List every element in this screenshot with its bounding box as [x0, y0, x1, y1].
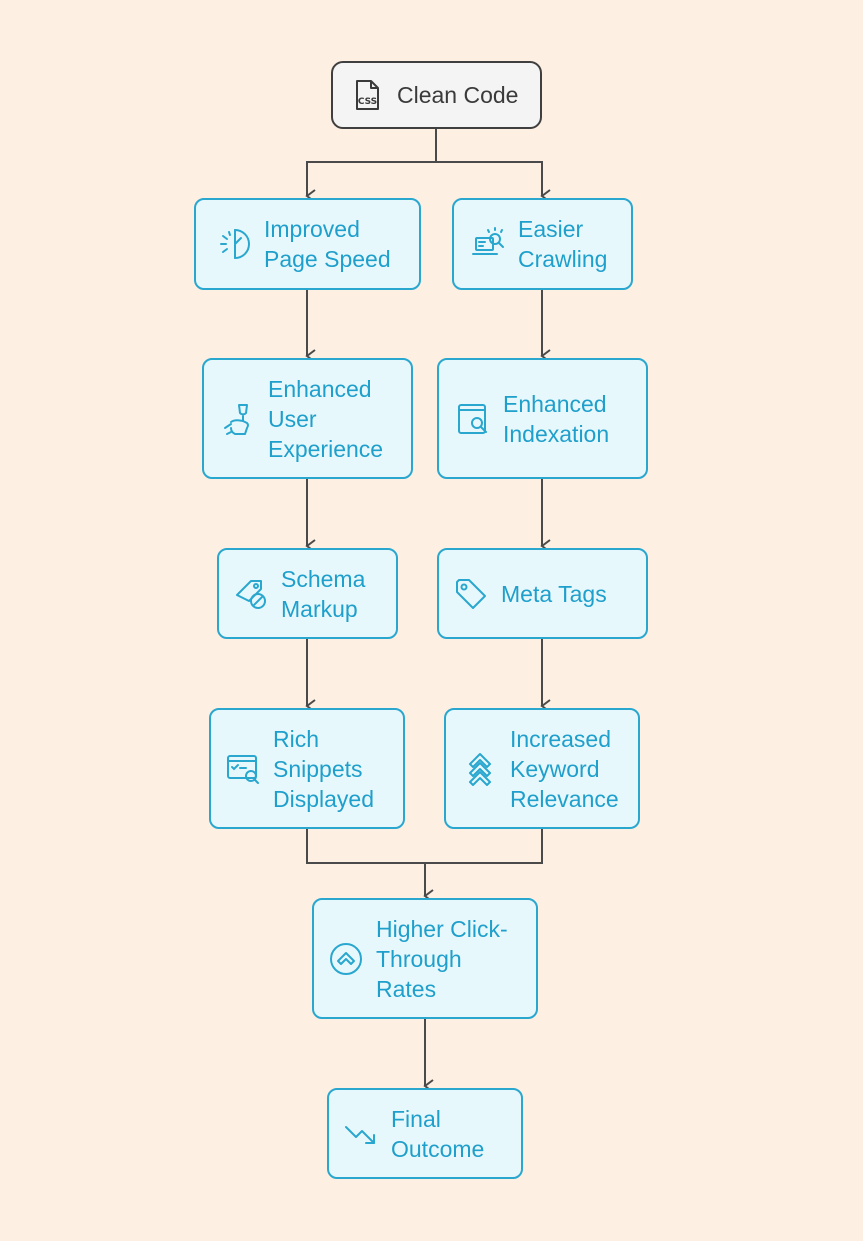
- node-label: Rich Snippets Displayed: [273, 725, 374, 812]
- node-label: Increased Keyword Relevance: [510, 725, 619, 812]
- document-search-icon: [455, 401, 491, 437]
- node-label: Schema Markup: [281, 565, 366, 622]
- node-meta-tags: Meta Tags: [437, 548, 648, 639]
- node-improved-page-speed: Improved Page Speed: [194, 198, 421, 290]
- hand-glass-icon: [220, 401, 256, 437]
- edge-keyword-relevance-to-ctr: [425, 829, 543, 864]
- node-higher-click-through-rates: Higher Click- Through Rates: [312, 898, 538, 1019]
- node-rich-snippets-displayed: Rich Snippets Displayed: [209, 708, 405, 829]
- css-file-icon: CSS: [349, 77, 385, 113]
- node-easier-crawling: Easier Crawling: [452, 198, 633, 290]
- node-schema-markup: Schema Markup: [217, 548, 398, 639]
- svg-text:CSS: CSS: [358, 97, 377, 107]
- node-label: Enhanced User Experience: [268, 375, 384, 462]
- tag-icon: [453, 576, 489, 612]
- speedometer-icon: [216, 226, 252, 262]
- node-enhanced-indexation: Enhanced Indexation: [437, 358, 648, 479]
- node-label: Easier Crawling: [518, 216, 608, 272]
- trend-down-icon: [343, 1116, 379, 1152]
- laptop-search-icon: [470, 226, 506, 262]
- edge-clean-code-to-page-speed: [305, 129, 437, 203]
- node-label: Enhanced Indexation: [503, 390, 610, 447]
- edge-rich-snippets-to-ctr: [306, 829, 434, 903]
- node-label: Improved Page Speed: [264, 216, 391, 272]
- node-label: Meta Tags: [501, 580, 607, 607]
- node-label: Clean Code: [397, 82, 519, 108]
- node-increased-keyword-relevance: Increased Keyword Relevance: [444, 708, 640, 829]
- browser-search-icon: [225, 751, 261, 787]
- node-clean-code: CSS Clean Code: [331, 61, 542, 129]
- node-final-outcome: Final Outcome: [327, 1088, 523, 1179]
- node-label: Final Outcome: [391, 1105, 485, 1162]
- node-enhanced-user-experience: Enhanced User Experience: [202, 358, 413, 479]
- node-label: Higher Click- Through Rates: [376, 915, 508, 1002]
- chevrons-up-icon: [462, 751, 498, 787]
- edge-clean-code-to-crawling: [436, 161, 551, 203]
- circle-chevron-up-icon: [328, 941, 364, 977]
- tag-blocked-icon: [233, 576, 269, 612]
